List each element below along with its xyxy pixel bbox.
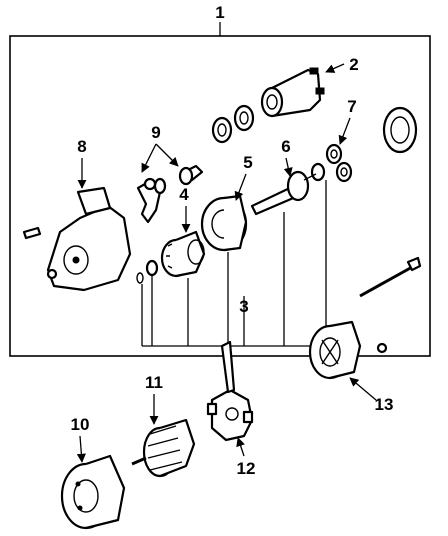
through-bolt	[359, 256, 422, 298]
callout-10-leader	[76, 435, 86, 463]
drive-housing-part	[22, 186, 132, 292]
callout-4-label: 4	[179, 185, 189, 204]
callout-7-leader	[338, 117, 351, 145]
solenoid-washers	[211, 104, 255, 144]
end-cover-part	[308, 320, 388, 380]
callout-2-leader	[325, 63, 345, 73]
callout-7-label: 7	[347, 97, 356, 116]
solenoid-part	[260, 67, 325, 118]
callout-13-leader	[349, 377, 377, 401]
bearing-part	[325, 143, 353, 183]
callout-9-leader-b	[155, 143, 179, 167]
gear-housing-part	[200, 194, 248, 252]
assembly-border	[9, 35, 431, 357]
callout-5-leader	[234, 173, 247, 201]
callout-10-label: 10	[71, 415, 90, 434]
yoke-part	[60, 454, 126, 530]
callout-11-label: 11	[145, 373, 163, 392]
pinion-shaft-part	[250, 162, 326, 216]
armature-part	[131, 418, 196, 478]
callout-3-label: 3	[239, 297, 248, 316]
brush-holder-part	[206, 340, 254, 442]
callout-8-label: 8	[77, 137, 86, 156]
callout-2-label: 2	[349, 55, 358, 74]
drive-gear-part	[160, 230, 206, 278]
callout-6-leader	[283, 157, 293, 177]
assembly-frame	[9, 22, 431, 357]
shift-lever-part	[136, 164, 204, 224]
gasket-ring	[382, 106, 418, 154]
callout-9-leader-a	[141, 143, 157, 173]
callout-6-label: 6	[281, 137, 290, 156]
callout-1-label: 1	[215, 3, 224, 22]
retaining-clips	[136, 259, 159, 284]
callout-12-label: 12	[237, 459, 256, 478]
callout-9-label: 9	[151, 123, 160, 142]
callout-13-label: 13	[375, 395, 394, 414]
gear-set-bracket	[141, 180, 327, 347]
callout-5-label: 5	[243, 153, 252, 172]
callout-12-leader	[236, 437, 245, 457]
